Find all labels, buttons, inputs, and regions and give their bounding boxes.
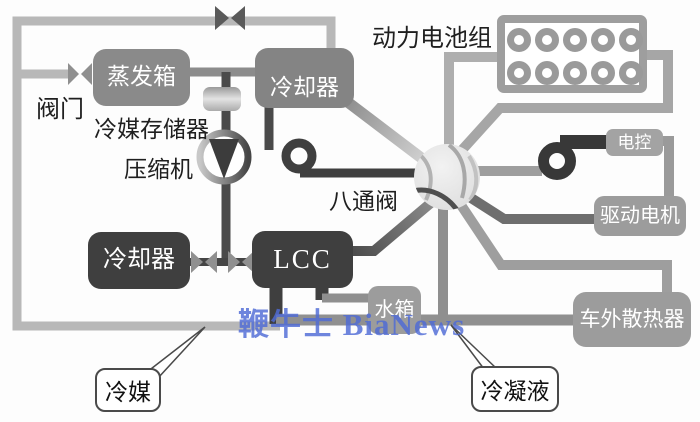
ecu-label: 电控 <box>617 132 652 152</box>
pipe-cooler-valve-diag <box>341 95 432 168</box>
water-tank-label: 水箱 <box>374 298 415 321</box>
pipe-valve-icons <box>68 6 254 273</box>
pipe-battery-feed <box>444 52 497 153</box>
cooler-top-box: 冷却器 <box>255 48 354 108</box>
condensate-callout-label: 冷凝液 <box>480 379 550 404</box>
compressor-icon <box>196 129 252 185</box>
pump-icon-ecu <box>538 142 576 180</box>
evaporator-box: 蒸发箱 <box>93 49 190 106</box>
refrigerant-storage-label: 冷媒存储器 <box>94 117 209 142</box>
cooler-bottom-box: 冷却器 <box>88 232 190 289</box>
pipe-outer-loop <box>12 16 336 331</box>
refrigerant-callout: 冷媒 <box>95 368 161 412</box>
cooler-top-label: 冷却器 <box>270 74 339 100</box>
pipe-battery-return <box>458 50 673 154</box>
refrigerant-callout-label: 冷媒 <box>105 380 151 405</box>
pipe-valve-motor <box>465 191 596 224</box>
drive-motor-label: 驱动电机 <box>600 204 680 227</box>
lcc-label: LCC <box>273 244 332 275</box>
condensate-callout: 冷凝液 <box>471 366 559 412</box>
valve-icon-evaporator <box>68 63 92 85</box>
pipe-lcc-valve <box>353 192 443 256</box>
battery-pack-label: 动力电池组 <box>372 26 492 52</box>
eight-way-valve-icon <box>414 144 480 210</box>
lcc-box: LCC <box>252 231 353 288</box>
receiver-icon <box>203 87 241 111</box>
valve-label: 阀门 <box>36 97 84 123</box>
valve-icon-top <box>215 6 245 30</box>
drive-motor-box: 驱动电机 <box>594 196 686 236</box>
pipe-valve-radiator <box>456 202 672 296</box>
ecu-box: 电控 <box>606 129 663 156</box>
pump-icon-cooler <box>281 138 317 174</box>
eight-way-valve-label: 八通阀 <box>329 189 398 214</box>
watermark: 鞭牛士 BiaNews <box>238 307 466 342</box>
water-tank-box: 水箱 <box>368 286 421 334</box>
external-radiator-label: 车外散热器 <box>579 307 685 332</box>
pipe-ecu-motor <box>661 136 674 202</box>
compressor-label: 压缩机 <box>124 157 193 182</box>
evaporator-label: 蒸发箱 <box>107 64 176 90</box>
external-radiator-box: 车外散热器 <box>573 292 691 347</box>
valve-icon-cooler-out <box>191 251 217 273</box>
valve-icon-lcc-in <box>228 251 254 273</box>
battery-cells-icon <box>497 15 647 93</box>
cooler-bottom-label: 冷却器 <box>103 246 175 273</box>
